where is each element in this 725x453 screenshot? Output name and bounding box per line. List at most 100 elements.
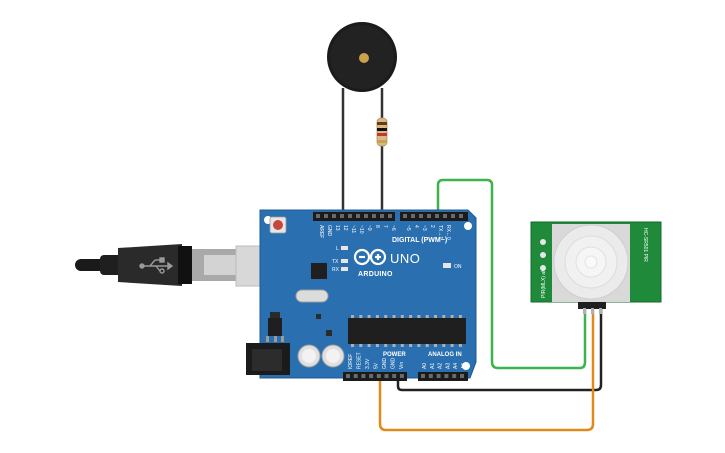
analog-header: [418, 372, 468, 381]
power-pin-hole[interactable]: [384, 374, 389, 378]
power-pin-label: GND: [391, 358, 397, 370]
on-led-label: ON: [454, 264, 462, 270]
chip-pin: [392, 315, 396, 318]
resistor-band-3: [377, 133, 387, 136]
chip-pin: [351, 344, 354, 347]
piezo-buzzer[interactable]: [327, 22, 397, 92]
power-pin-hole[interactable]: [353, 374, 358, 378]
digital-pin-label: ~3: [421, 225, 427, 231]
pir-sensor[interactable]: PIR(MLX) ah HC-SR501 PIR: [530, 221, 662, 314]
chip-pin: [425, 344, 429, 347]
digital-pin-label: ~11: [350, 225, 356, 233]
power-pin-hole[interactable]: [346, 374, 350, 378]
chip-pin: [400, 315, 404, 318]
power-pin-hole[interactable]: [369, 374, 374, 378]
digital-pin-hole[interactable]: [403, 214, 407, 218]
signal-wire[interactable]: [436, 178, 587, 370]
power-header: [343, 372, 407, 381]
power-pin-label: 5V: [374, 362, 380, 369]
analog-pin-hole[interactable]: [460, 374, 464, 378]
digital-pin-hole[interactable]: [435, 214, 439, 218]
power-pin-hole[interactable]: [376, 374, 381, 378]
chip-pin: [409, 315, 413, 318]
digital-pin-label: ~6: [390, 225, 396, 231]
analog-pin-label: A3: [445, 363, 451, 369]
pir-time-knob[interactable]: [540, 252, 546, 258]
chip-pin: [458, 315, 462, 318]
analog-pin-hole[interactable]: [421, 374, 425, 378]
power-header-label: POWER: [383, 352, 406, 358]
digital-pin-label: ~9: [366, 225, 372, 231]
tx-led-label: TX: [332, 259, 339, 265]
digital-pin-hole[interactable]: [411, 214, 415, 218]
resistor[interactable]: [376, 117, 388, 147]
power-pin-hole[interactable]: [392, 374, 397, 378]
usb-cable[interactable]: [75, 244, 263, 287]
power-pin-hole[interactable]: [361, 374, 366, 378]
resistor-band-4: [377, 140, 387, 143]
digital-pin-hole[interactable]: [380, 214, 384, 218]
power-pin-label: IOREF: [348, 354, 354, 369]
smd-component: [326, 330, 332, 336]
smd-component: [316, 314, 321, 319]
digital-pin-hole[interactable]: [459, 214, 463, 218]
digital-pin-hole[interactable]: [316, 214, 320, 218]
l-led-label: L: [336, 246, 339, 252]
digital-pin-hole[interactable]: [388, 214, 392, 218]
digital-pin-label: 4: [413, 225, 419, 228]
rx-led: [341, 267, 348, 271]
digital-pin-label: ~10: [358, 225, 364, 234]
board-name: UNO: [390, 251, 420, 266]
analog-pin-label: A1: [430, 363, 436, 369]
digital-header-label: DIGITAL (PWM~): [392, 237, 447, 244]
analog-pin-hole[interactable]: [428, 374, 433, 378]
chip-pin: [450, 344, 454, 347]
digital-pin-hole[interactable]: [364, 214, 368, 218]
digital-pin-label: 2: [429, 225, 435, 228]
digital-pin-hole[interactable]: [451, 214, 455, 218]
analog-pin-label: A5: [461, 363, 467, 369]
chip-pin: [442, 344, 446, 347]
power-pin-label: Vin: [399, 362, 405, 369]
chip-pin: [425, 315, 429, 318]
digital-pin-label: 12: [342, 225, 348, 231]
usb-icon: [139, 257, 174, 274]
arduino-logo-icon: [353, 248, 387, 266]
resistor-band-2: [377, 128, 387, 131]
digital-pin-hole[interactable]: [332, 214, 336, 218]
analog-pin-hole[interactable]: [444, 374, 449, 378]
analog-pin-hole[interactable]: [436, 374, 441, 378]
digital-pin-hole[interactable]: [419, 214, 423, 218]
digital-header-right: [400, 212, 468, 221]
pir-pin-header: [578, 302, 606, 309]
mount-hole: [462, 362, 470, 370]
digital-pin-label: AREF: [318, 225, 324, 238]
chip-pin: [450, 315, 454, 318]
digital-pin-hole[interactable]: [443, 214, 447, 218]
digital-pin-label: RX←0: [445, 225, 451, 240]
analog-pin-label: A0: [422, 363, 428, 369]
chip-pin: [375, 344, 379, 347]
digital-pin-hole[interactable]: [340, 214, 344, 218]
power-wire[interactable]: [378, 306, 595, 432]
digital-pin-hole[interactable]: [427, 214, 431, 218]
digital-pin-label: GND: [326, 225, 332, 237]
analog-pin-label: A4: [453, 363, 459, 369]
atmega-chip: [348, 315, 466, 347]
power-pin-hole[interactable]: [399, 374, 404, 378]
pir-left-text: PIR(MLX) ah: [541, 269, 547, 298]
digital-pin-hole[interactable]: [356, 214, 360, 218]
analog-pin-hole[interactable]: [452, 374, 457, 378]
ground-wire[interactable]: [396, 306, 603, 392]
pir-jumper: [540, 265, 546, 271]
pir-sensitivity-knob[interactable]: [540, 239, 546, 245]
digital-pin-label: ~5: [405, 225, 411, 231]
reset-button-cap: [273, 220, 283, 230]
digital-pin-hole[interactable]: [324, 214, 328, 218]
digital-pin-hole[interactable]: [372, 214, 376, 218]
usb-controller-chip: [311, 263, 327, 279]
digital-pin-hole[interactable]: [348, 214, 352, 218]
chip-pin: [367, 315, 371, 318]
